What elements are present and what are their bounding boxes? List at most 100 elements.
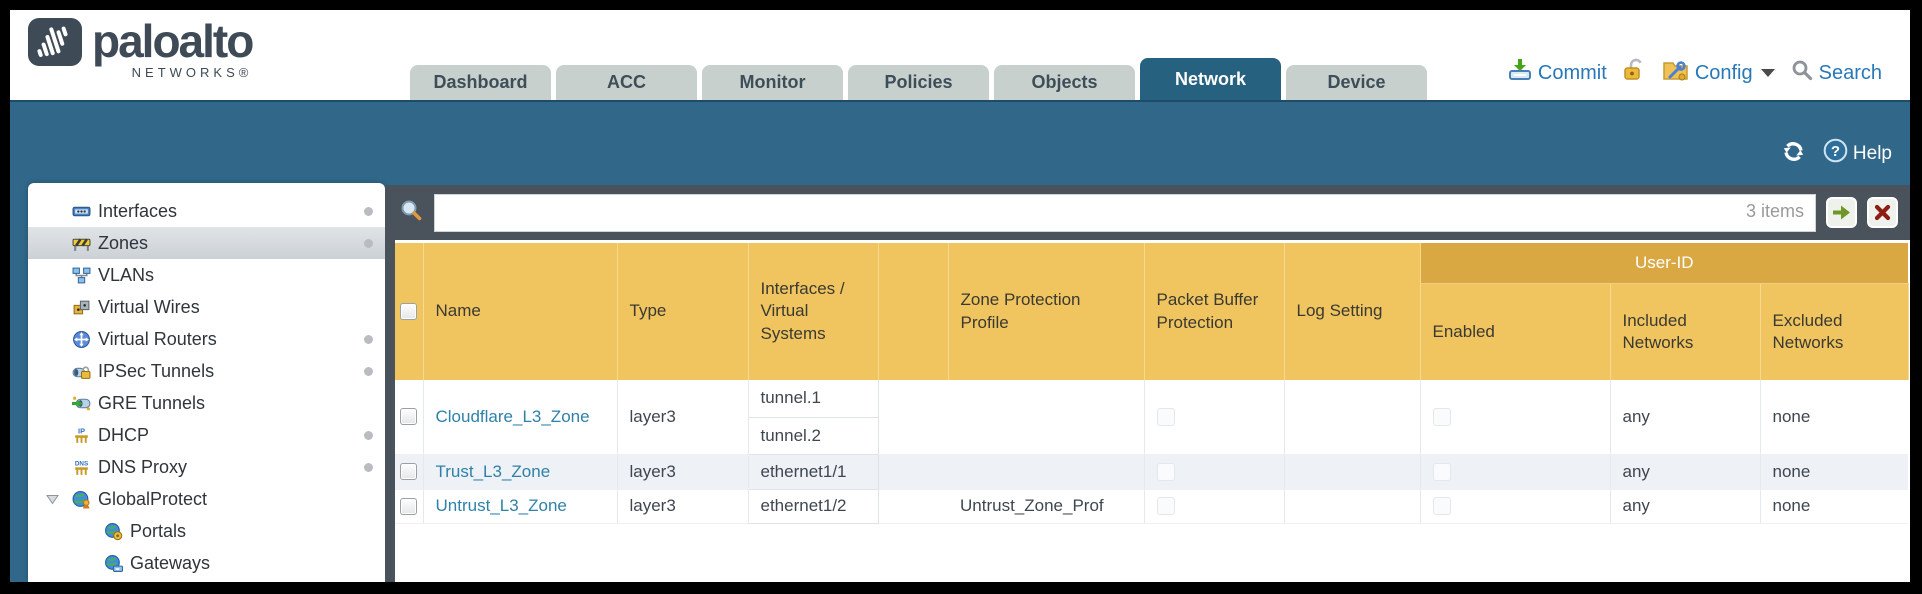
tab-policies[interactable]: Policies (848, 65, 989, 100)
included-networks-cell: any (1610, 380, 1761, 455)
row-checkbox[interactable] (400, 463, 418, 480)
included-networks-cell: any (1610, 489, 1761, 524)
excluded-networks-cell: none (1760, 380, 1908, 455)
tab-monitor[interactable]: Monitor (702, 65, 843, 100)
top-bar: paloalto NETWORKS® Dashboard ACC Monitor… (10, 10, 1910, 102)
column-header-zone-protection-profile[interactable]: Zone Protection Profile (948, 243, 1145, 380)
zones-table: Name Type Interfaces / Virtual Systems Z… (395, 243, 1909, 524)
sidebar-item-dns-proxy[interactable]: DNS DNS Proxy (28, 451, 385, 483)
user-id-enabled-checkbox[interactable] (1432, 462, 1451, 481)
red-x-icon (1874, 204, 1891, 221)
packet-buffer-checkbox[interactable] (1156, 497, 1175, 515)
packet-buffer-checkbox[interactable] (1156, 462, 1175, 481)
column-header-name[interactable]: Name (423, 243, 618, 380)
sidebar-item-dhcp[interactable]: IP DHCP (28, 419, 385, 451)
top-action-bar: Commit Config Search (1508, 58, 1882, 88)
sidebar-item-globalprotect[interactable]: GlobalProtect (28, 483, 385, 515)
tab-acc[interactable]: ACC (556, 65, 697, 100)
sidebar-item-zones[interactable]: Zones (28, 227, 385, 259)
column-header-included-networks[interactable]: Included Networks (1610, 283, 1761, 380)
zones-content: 3 items Name Type (385, 185, 1910, 582)
sidebar-item-portals[interactable]: Portals (28, 515, 385, 547)
zone-name-link[interactable]: Untrust_L3_Zone (435, 496, 567, 515)
clear-filter-button[interactable] (1867, 197, 1898, 228)
tab-objects[interactable]: Objects (994, 65, 1135, 100)
column-header-excluded-networks[interactable]: Excluded Networks (1760, 283, 1909, 380)
sidebar-item-ipsec-tunnels[interactable]: IPSec Tunnels (28, 355, 385, 387)
column-header-enabled[interactable]: Enabled (1420, 283, 1611, 380)
interface-cell: tunnel.2 (748, 417, 879, 455)
portals-icon (104, 522, 123, 541)
select-all-checkbox[interactable] (400, 303, 418, 320)
table-row: Untrust_L3_Zone layer3 ethernet1/2 Untru… (395, 489, 1908, 524)
column-header-type[interactable]: Type (617, 243, 749, 380)
tab-dashboard[interactable]: Dashboard (410, 65, 551, 100)
included-networks-cell: any (1610, 454, 1761, 490)
help-button[interactable]: ? Help (1823, 138, 1892, 169)
zone-name-link[interactable]: Trust_L3_Zone (435, 461, 551, 481)
select-all-header[interactable] (395, 243, 424, 380)
collapse-triangle-icon[interactable] (46, 494, 59, 505)
commit-button[interactable]: Commit (1508, 58, 1607, 88)
help-icon: ? (1823, 138, 1848, 169)
zone-type-cell: layer3 (617, 454, 749, 490)
panos-app: paloalto NETWORKS® Dashboard ACC Monitor… (10, 10, 1910, 582)
status-dot (364, 462, 373, 472)
items-count: 3 items (1745, 200, 1804, 221)
status-dot (364, 366, 373, 376)
zone-name-link[interactable]: Cloudflare_L3_Zone (435, 406, 590, 426)
sidebar-item-virtual-routers[interactable]: Virtual Routers (28, 323, 385, 355)
content-toolbar: ? Help (1780, 138, 1892, 169)
sidebar-item-gateways[interactable]: Gateways (28, 547, 385, 579)
zone-type-cell: layer3 (617, 380, 749, 455)
sidebar-item-interfaces[interactable]: Interfaces (28, 195, 385, 227)
column-header-interfaces[interactable]: Interfaces / Virtual Systems (748, 243, 879, 380)
lock-button[interactable] (1623, 58, 1646, 88)
column-header-spacer (878, 243, 949, 380)
packet-buffer-checkbox[interactable] (1156, 407, 1175, 426)
paloalto-beacon-icon (28, 18, 82, 71)
column-header-log-setting[interactable]: Log Setting (1284, 243, 1421, 380)
filter-input[interactable] (434, 193, 1816, 232)
search-icon (1791, 59, 1813, 87)
interfaces-icon (72, 202, 91, 221)
user-id-enabled-checkbox[interactable] (1432, 407, 1451, 426)
zone-protection-cell: Untrust_Zone_Prof (948, 489, 1145, 524)
svg-text:?: ? (1831, 143, 1840, 160)
dns-proxy-icon: DNS (72, 458, 91, 477)
tab-network[interactable]: Network (1140, 58, 1281, 100)
user-id-enabled-checkbox[interactable] (1432, 497, 1451, 515)
interface-cell: ethernet1/1 (748, 454, 879, 490)
log-setting-cell (1284, 489, 1421, 524)
paloalto-logo: paloalto NETWORKS® (28, 15, 254, 80)
apply-filter-button[interactable] (1826, 197, 1857, 228)
refresh-button[interactable] (1780, 140, 1807, 168)
logo-networks-text: NETWORKS® (131, 65, 253, 80)
column-header-packet-buffer-protection[interactable]: Packet Buffer Protection (1144, 243, 1285, 380)
spacer-cell (878, 454, 948, 490)
sidebar-item-virtual-wires[interactable]: Virtual Wires (28, 291, 385, 323)
sidebar-item-gre-tunnels[interactable]: GRE Tunnels (28, 387, 385, 419)
gre-tunnels-icon (72, 394, 91, 413)
row-checkbox[interactable] (400, 497, 418, 515)
spacer-cell (878, 380, 948, 455)
table-row: Trust_L3_Zone layer3 ethernet1/1 any non… (395, 454, 1908, 490)
status-dot (364, 430, 373, 440)
column-group-user-id: User-ID (1420, 243, 1908, 284)
gateways-icon (104, 554, 123, 573)
zones-icon (72, 234, 91, 253)
sidebar-item-vlans[interactable]: VLANs (28, 259, 385, 291)
config-icon (1662, 58, 1689, 88)
zone-protection-cell (948, 380, 1145, 455)
config-menu-button[interactable]: Config (1662, 58, 1775, 88)
dhcp-icon: IP (72, 426, 91, 445)
table-row: Cloudflare_L3_Zone layer3 tunnel.1 any n… (395, 380, 1908, 455)
filter-bar: 3 items (395, 185, 1910, 240)
filter-search-icon (399, 198, 424, 228)
search-button[interactable]: Search (1791, 59, 1882, 87)
logo-wordmark: paloalto (92, 15, 254, 67)
tab-device[interactable]: Device (1286, 65, 1427, 100)
interface-cell: tunnel.1 (748, 380, 879, 418)
row-checkbox[interactable] (400, 408, 418, 426)
